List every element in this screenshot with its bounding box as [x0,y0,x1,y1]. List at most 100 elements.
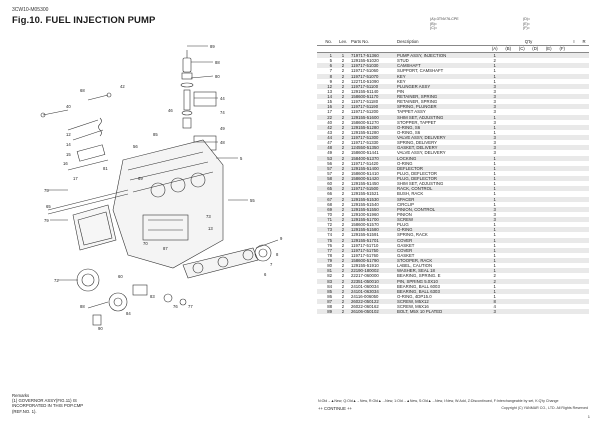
row-parts-no: 129155-51591 [351,232,379,238]
table-header-row: No. Lev. Parts No. Description Q'ty I R [317,38,589,46]
row-no: 76 [327,242,332,248]
row-qty-b [501,258,515,264]
row-i [569,114,579,120]
row-i [569,237,579,243]
row-parts-no: 119717-51420 [351,160,379,166]
svg-text:84: 84 [126,311,131,316]
row-no: 47 [327,140,332,146]
row-qty-e [542,227,556,233]
row-qty-c [515,155,529,161]
row-qty-c [515,309,529,315]
row-no: 89 [317,309,336,315]
row-description: VALVE ASSY, DELIVERY [397,150,446,156]
row-parts-no: 129155-51280 [351,129,379,135]
row-qty-a: 3 [488,309,502,315]
row-qty-f [555,63,569,69]
row-qty-b [501,94,515,100]
row-description: RACK, CONTROL [396,186,488,192]
row-description: SPACER [396,196,488,202]
row-r [579,124,589,130]
row-qty-f [555,104,569,110]
row-lev: 2 [341,273,345,279]
row-qty-a: 3 [493,119,496,125]
row-no: 42 [317,124,336,130]
row-lev: 2 [341,160,345,166]
row-lev: 2 [341,58,345,64]
row-parts-no: 129155-51540 [351,201,379,207]
row-qty-f [555,155,569,161]
row-parts-no: 158600-51410 [351,170,379,176]
row-parts-no: 24101-063034 [350,288,396,294]
row-qty-d [528,217,542,223]
row-lev: 2 [336,196,350,202]
row-qty-f [555,73,569,79]
row-no: 48 [317,145,336,151]
row-qty-a: 1 [493,129,496,135]
row-r [579,135,589,141]
parts-table: No. Lev. Parts No. Description Q'ty I R … [317,38,589,315]
row-description: PINION [397,211,412,217]
row-r [579,155,589,161]
row-qty-c [515,288,529,294]
svg-text:88: 88 [215,60,220,65]
row-qty-a: 3 [493,150,496,156]
row-no: 65 [317,186,336,192]
row-r [579,145,589,151]
row-r [579,268,589,274]
row-lev: 2 [336,268,350,274]
row-qty-a: 1 [488,186,502,192]
row-qty-d [528,196,542,202]
row-qty-d [528,94,542,100]
row-qty-a: 1 [488,155,502,161]
row-description: O-RING [397,160,413,166]
row-qty-c [515,176,529,182]
row-no: 81 [317,268,336,274]
svg-text:73: 73 [206,214,211,219]
callout-labels: 89 88 80 44 74 49 48 46 5 55 9 40 12 14 … [44,44,283,331]
row-qty-f [555,299,569,305]
row-qty-a: 1 [493,232,496,238]
row-qty-d [528,145,542,151]
row-qty-e [542,94,556,100]
row-i [569,206,579,212]
row-qty-d [528,299,542,305]
row-parts-no: 129155-51280 [350,124,396,130]
row-lev: 2 [341,201,345,207]
row-qty-e [542,73,556,79]
row-qty-a: 1 [493,283,496,289]
row-parts-no: 119717-51060 [351,68,379,74]
row-parts-no: 22217-060000 [351,273,379,279]
row-qty-c [515,165,529,171]
row-no: 74 [327,232,332,238]
row-qty-a: 1 [493,78,496,84]
row-lev: 2 [336,176,350,182]
row-qty-a: 1 [488,258,502,264]
row-i [569,145,579,151]
row-no: 85 [317,288,336,294]
row-qty-d [528,186,542,192]
row-qty-c [515,237,529,243]
row-qty-f [555,52,569,59]
svg-text:7: 7 [270,262,273,267]
row-lev: 2 [341,140,345,146]
svg-text:8: 8 [276,252,279,257]
svg-text:60: 60 [118,274,123,279]
row-qty-b [501,186,515,192]
row-i [569,73,579,79]
row-qty-a: 1 [493,242,496,248]
row-qty-f [555,309,569,315]
row-no: 40 [327,119,332,125]
row-qty-e [542,288,556,294]
row-description: O-RING, 4DP15.0 [397,293,432,299]
row-r [579,278,589,284]
row-lev: 2 [341,181,345,187]
row-qty-a: 1 [488,227,502,233]
row-lev: 2 [341,191,345,197]
